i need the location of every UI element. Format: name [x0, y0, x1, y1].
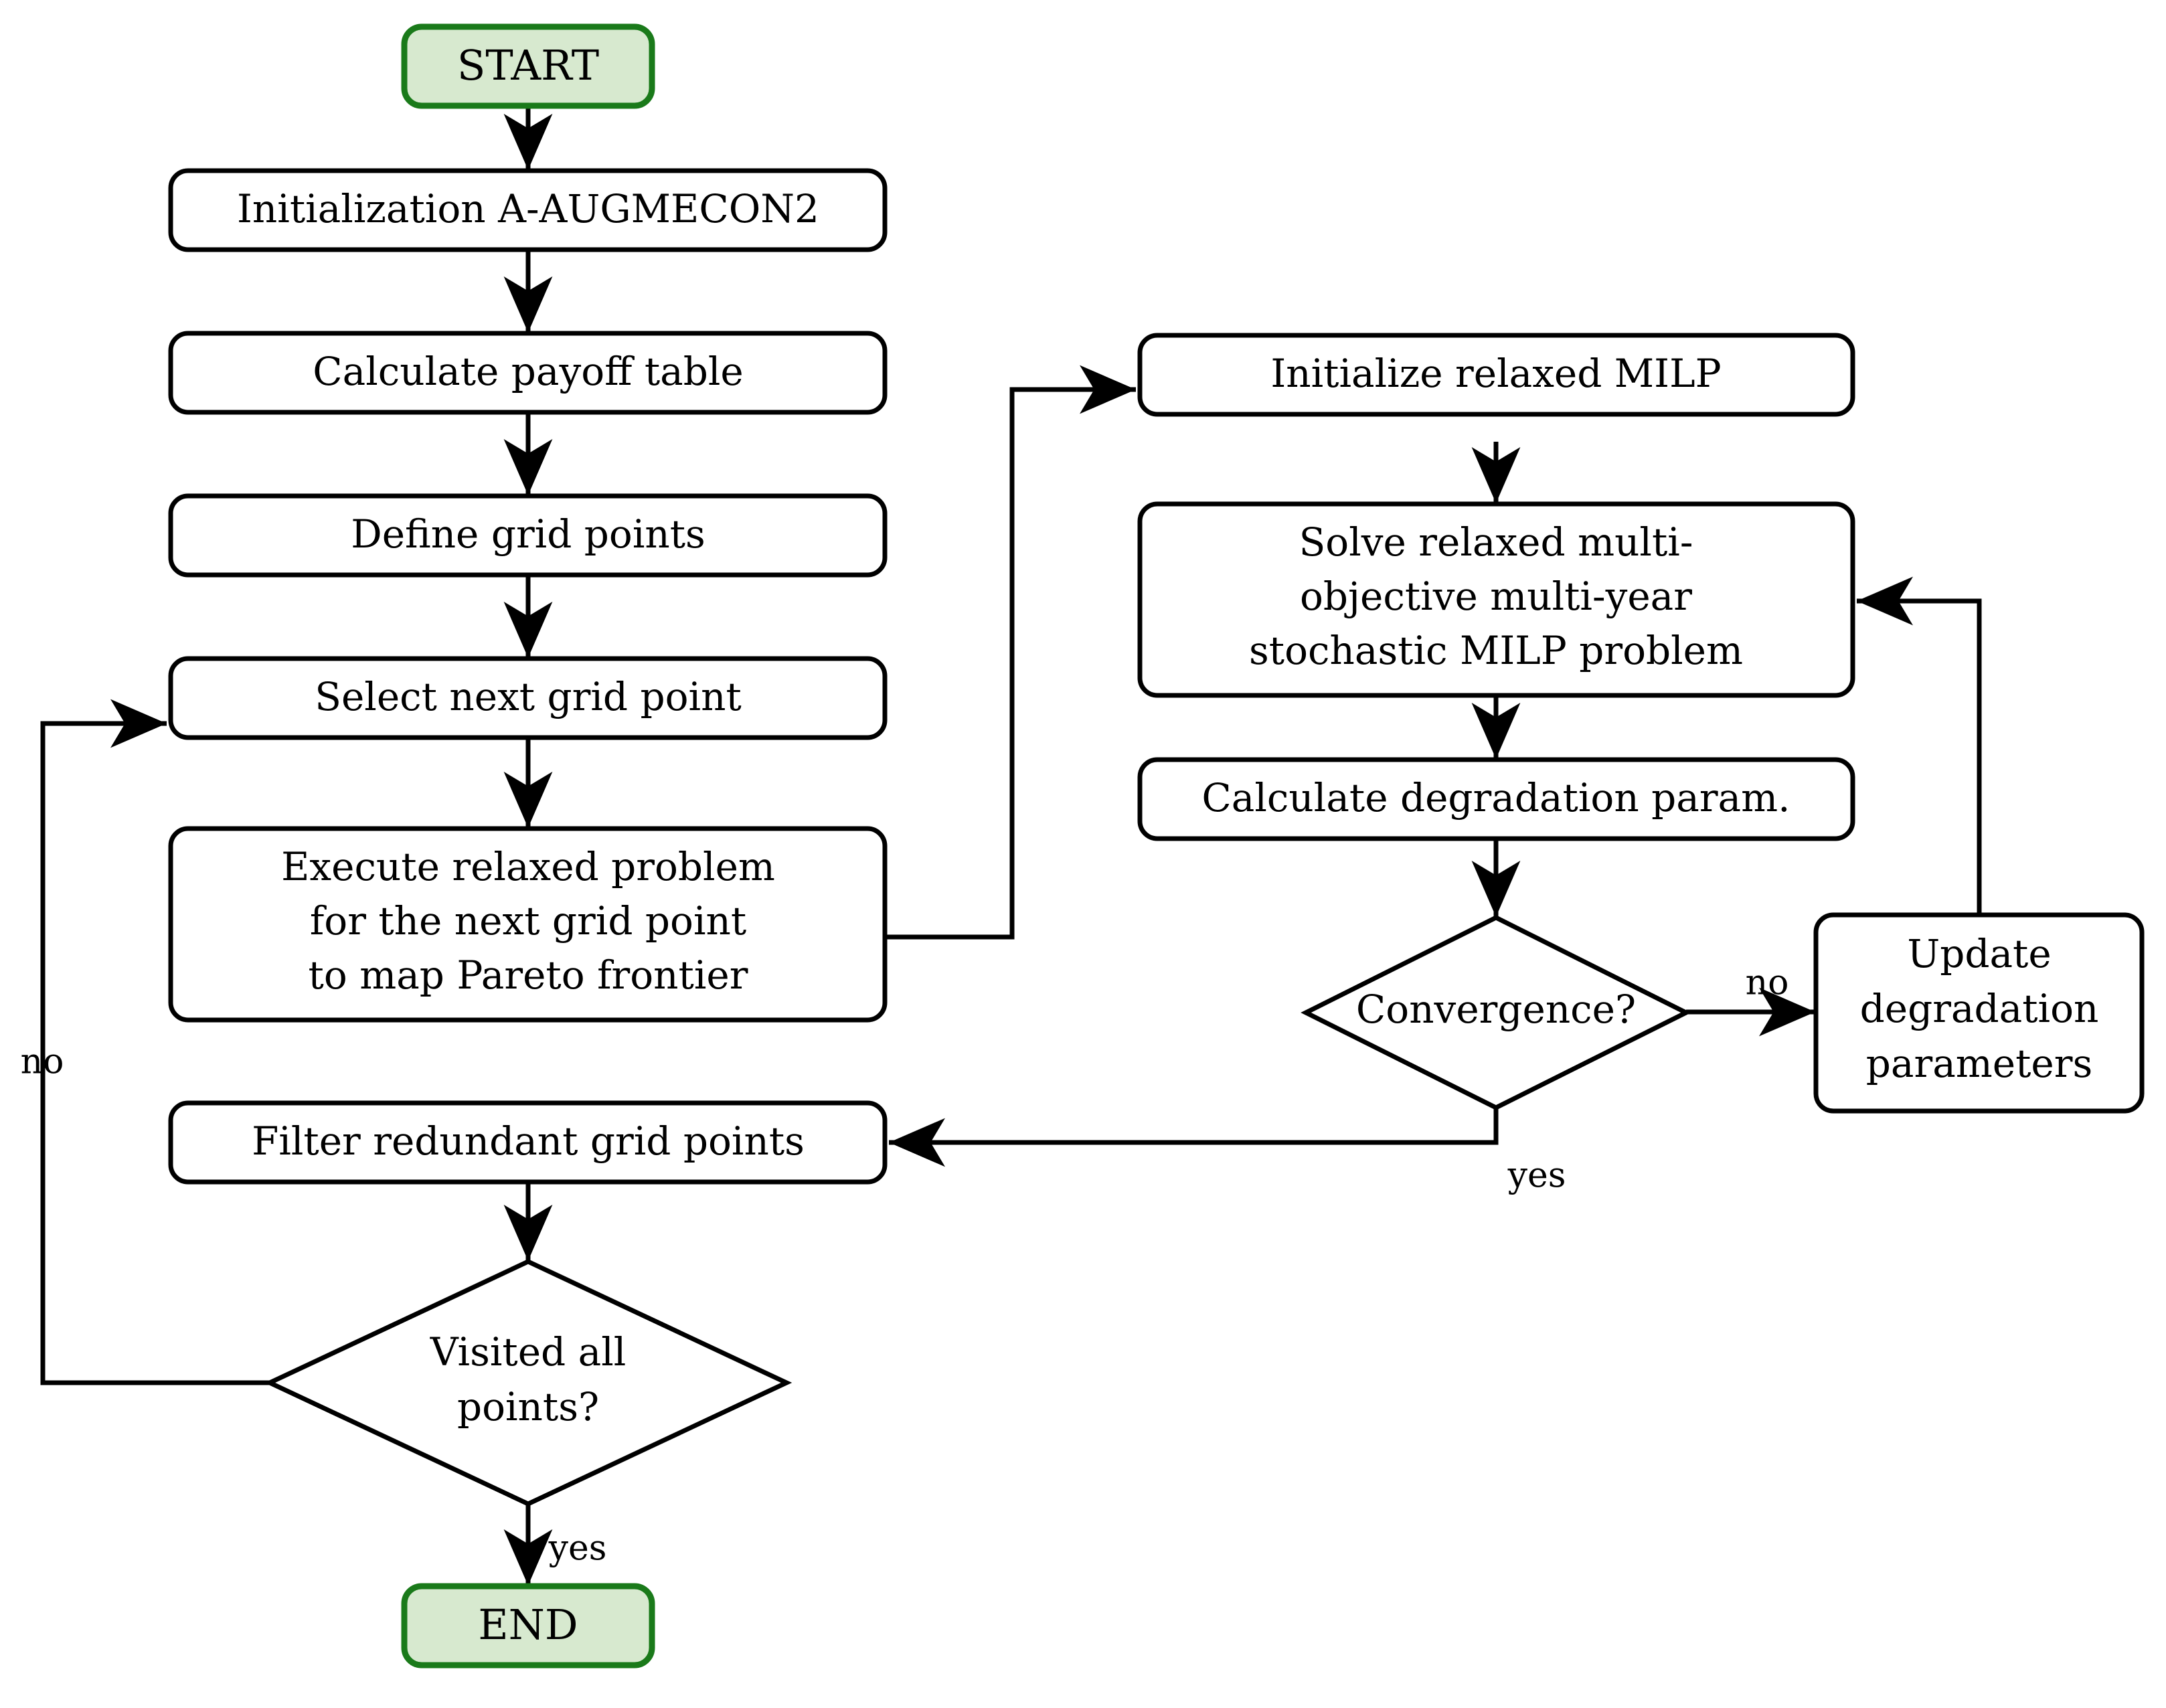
edge-convergence-yes-to-filter: [889, 1108, 1499, 1167]
node-calculate-payoff-table[interactable]: Calculate payoff table: [168, 331, 888, 415]
node-execute-relaxed-problem[interactable]: Execute relaxed problem for the next gri…: [168, 826, 888, 1023]
initialize-milp-label: Initialize relaxed MILP: [1270, 351, 1721, 396]
solve-milp-line-2: objective multi-year: [1300, 574, 1692, 619]
execute-relaxed-line-3: to map Pareto frontier: [309, 952, 748, 998]
start-label: START: [457, 41, 599, 90]
solve-milp-line-1: Solve relaxed multi-: [1299, 519, 1693, 565]
solve-milp-line-3: stochastic MILP problem: [1249, 628, 1743, 673]
solve-milp-box[interactable]: [1137, 501, 1855, 698]
edge-label-layer: no yes no yes: [21, 963, 1789, 1569]
node-start[interactable]: START: [401, 23, 655, 109]
calculate-payoff-box[interactable]: [168, 331, 888, 415]
node-define-grid-points[interactable]: Define grid points: [168, 493, 888, 578]
update-degradation-line-1: Update: [1907, 931, 2051, 976]
visited-all-line-1: Visited all: [430, 1329, 627, 1375]
node-initialize-relaxed-milp[interactable]: Initialize relaxed MILP: [1137, 333, 1855, 417]
visited-all-line-2: points?: [457, 1384, 599, 1430]
edge-update-to-solve-feedback: [1857, 576, 1982, 914]
start-box[interactable]: [401, 23, 655, 109]
edge-label-visited-yes: yes: [548, 1529, 607, 1569]
define-grid-label: Define grid points: [351, 511, 705, 557]
node-end[interactable]: END: [401, 1583, 655, 1669]
edge-visited-no-to-select: [40, 699, 272, 1385]
execute-relaxed-line-1: Execute relaxed problem: [281, 844, 775, 889]
node-filter-redundant-grid-points[interactable]: Filter redundant grid points: [168, 1100, 888, 1185]
edge-label-convergence-no: no: [1746, 963, 1789, 1003]
node-solve-relaxed-milp[interactable]: Solve relaxed multi- objective multi-yea…: [1137, 501, 1855, 698]
execute-relaxed-box[interactable]: [168, 826, 888, 1023]
node-visited-all-points[interactable]: Visited all points?: [264, 1259, 793, 1507]
execute-relaxed-line-2: for the next grid point: [310, 898, 746, 944]
visited-all-diamond[interactable]: [264, 1259, 793, 1507]
update-degradation-line-2: degradation: [1860, 986, 2099, 1031]
define-grid-box[interactable]: [168, 493, 888, 578]
node-init-augmecon[interactable]: Initialization A-AUGMECON2: [168, 168, 888, 252]
end-box[interactable]: [401, 1583, 655, 1669]
end-label: END: [478, 1600, 578, 1649]
calculate-degradation-label: Calculate degradation param.: [1201, 775, 1790, 821]
select-grid-label: Select next grid point: [315, 674, 742, 719]
node-calculate-degradation-param[interactable]: Calculate degradation param.: [1137, 757, 1855, 841]
calculate-payoff-label: Calculate payoff table: [313, 349, 743, 394]
node-update-degradation-parameters[interactable]: Update degradation parameters: [1813, 912, 2145, 1114]
update-degradation-line-3: parameters: [1866, 1041, 2092, 1086]
convergence-diamond[interactable]: [1301, 915, 1691, 1110]
init-augmecon-box[interactable]: [168, 168, 888, 252]
edge-execute-to-init-milp: [885, 365, 1136, 940]
init-augmecon-label: Initialization A-AUGMECON2: [237, 186, 819, 232]
edge-label-visited-no: no: [21, 1042, 64, 1082]
filter-redundant-box[interactable]: [168, 1100, 888, 1185]
edge-label-convergence-yes: yes: [1507, 1156, 1566, 1196]
convergence-label: Convergence?: [1356, 987, 1636, 1032]
node-convergence[interactable]: Convergence?: [1301, 915, 1691, 1110]
initialize-milp-box[interactable]: [1137, 333, 1855, 417]
calculate-degradation-box[interactable]: [1137, 757, 1855, 841]
filter-redundant-label: Filter redundant grid points: [252, 1118, 805, 1164]
select-grid-box[interactable]: [168, 656, 888, 740]
node-select-next-grid-point[interactable]: Select next grid point: [168, 656, 888, 740]
edge-layer: Update degradation parameters --> Filter…: [40, 106, 1982, 1586]
update-degradation-box[interactable]: [1813, 912, 2145, 1114]
